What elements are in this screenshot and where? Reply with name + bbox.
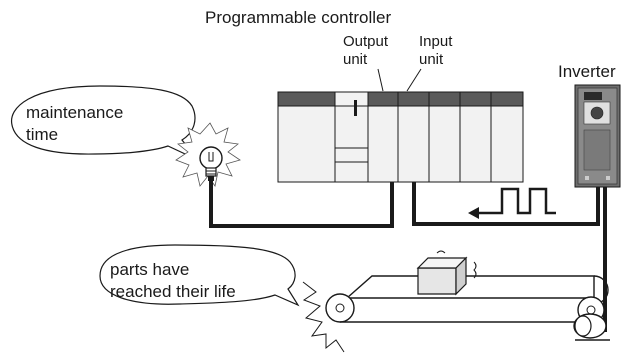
parts-line2: reached their life xyxy=(110,282,236,301)
inverter-device xyxy=(574,84,621,188)
maintenance-line2: time xyxy=(26,125,59,144)
motor-icon xyxy=(573,313,610,341)
pulse-signal-icon xyxy=(490,187,556,215)
parts-life-label: parts have reached their life xyxy=(110,259,236,303)
programmable-controller-label: Programmable controller xyxy=(205,8,392,27)
output-unit-label: Output unit xyxy=(343,33,388,69)
input-unit-leader xyxy=(406,68,422,92)
maintenance-label: maintenance time xyxy=(26,102,123,146)
lamp-wire xyxy=(209,181,394,228)
programmable-controller xyxy=(277,91,524,183)
package-box xyxy=(416,250,477,296)
input-wire xyxy=(412,182,600,226)
inverter-label: Inverter xyxy=(558,62,616,81)
output-unit-leader xyxy=(377,68,384,92)
output-unit-line2: unit xyxy=(343,51,368,68)
maintenance-line1: maintenance xyxy=(26,103,124,122)
arrow-left-icon xyxy=(468,207,490,219)
light-bulb-icon xyxy=(199,146,223,181)
output-unit-line1: Output xyxy=(343,33,389,50)
input-unit-line1: Input xyxy=(419,33,453,50)
input-unit-line2: unit xyxy=(419,51,444,68)
parts-line1: parts have xyxy=(110,260,190,279)
maintenance-speech-bubble xyxy=(10,85,199,161)
input-unit-label: Input unit xyxy=(419,33,452,69)
parts-speech-bubble xyxy=(99,244,300,307)
conveyor-belt xyxy=(325,275,609,324)
failure-burst xyxy=(302,281,345,353)
